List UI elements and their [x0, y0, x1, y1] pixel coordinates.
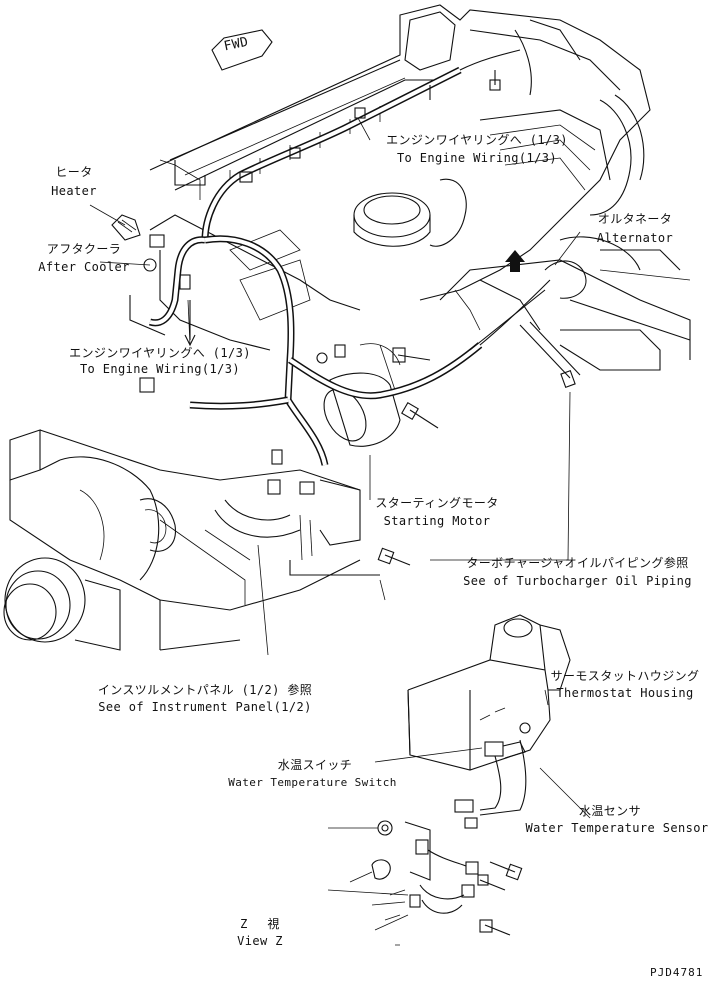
thermostat-assembly: [371, 614, 571, 946]
instrument-label-jp: インスツルメントパネル (1/2) 参照: [97, 683, 313, 697]
leader-lines: [89, 117, 591, 931]
heater-label-en: Heater: [51, 184, 97, 198]
heater-label-jp: ヒータ: [55, 165, 93, 179]
alternator-label-en: Alternator: [596, 231, 674, 245]
thermostat-label-jp: サーモスタットハウジング: [550, 669, 700, 683]
aftercooler-label-en: After Cooler: [38, 260, 130, 274]
starting-motor-label-jp: スターティングモータ: [375, 496, 499, 510]
engine-block: [3, 4, 691, 651]
engine-wiring-left-label-jp: エンジンワイヤリングへ (1/3): [69, 346, 251, 360]
water-sensor-label-jp: 水温センサ: [578, 804, 641, 818]
engine-wiring-left-label-en: To Engine Wiring(1/3): [79, 362, 241, 376]
engine-wiring-top-label-jp: エンジンワイヤリングへ (1/3): [386, 133, 568, 147]
starting-motor-label-en: Starting Motor: [383, 514, 491, 528]
turbo-label-jp: ターボチャージャオイルパイピング参照: [466, 556, 689, 570]
thermostat-label-en: Thermostat Housing: [556, 686, 694, 700]
water-sensor-label-en: Water Temperature Sensor: [525, 821, 709, 835]
view-z-label-en: View Z: [237, 934, 283, 948]
water-switch-label-jp: 水温スイッチ: [277, 758, 353, 772]
instrument-label-en: See of Instrument Panel(1/2): [98, 700, 312, 714]
wiring-harness: [111, 29, 551, 538]
fwd-arrow-icon: [211, 29, 273, 71]
alternator-label-jp: オルタネータ: [597, 212, 673, 226]
drawing-number: PJD4781: [650, 966, 704, 979]
view-z-label-jp: Z 視: [240, 917, 280, 931]
water-switch-label-en: Water Temperature Switch: [228, 776, 397, 789]
aftercooler-label-jp: アフタクーラ: [46, 242, 122, 256]
engine-wiring-top-label-en: To Engine Wiring(1/3): [396, 151, 558, 165]
turbo-label-en: See of Turbocharger Oil Piping: [463, 574, 692, 588]
